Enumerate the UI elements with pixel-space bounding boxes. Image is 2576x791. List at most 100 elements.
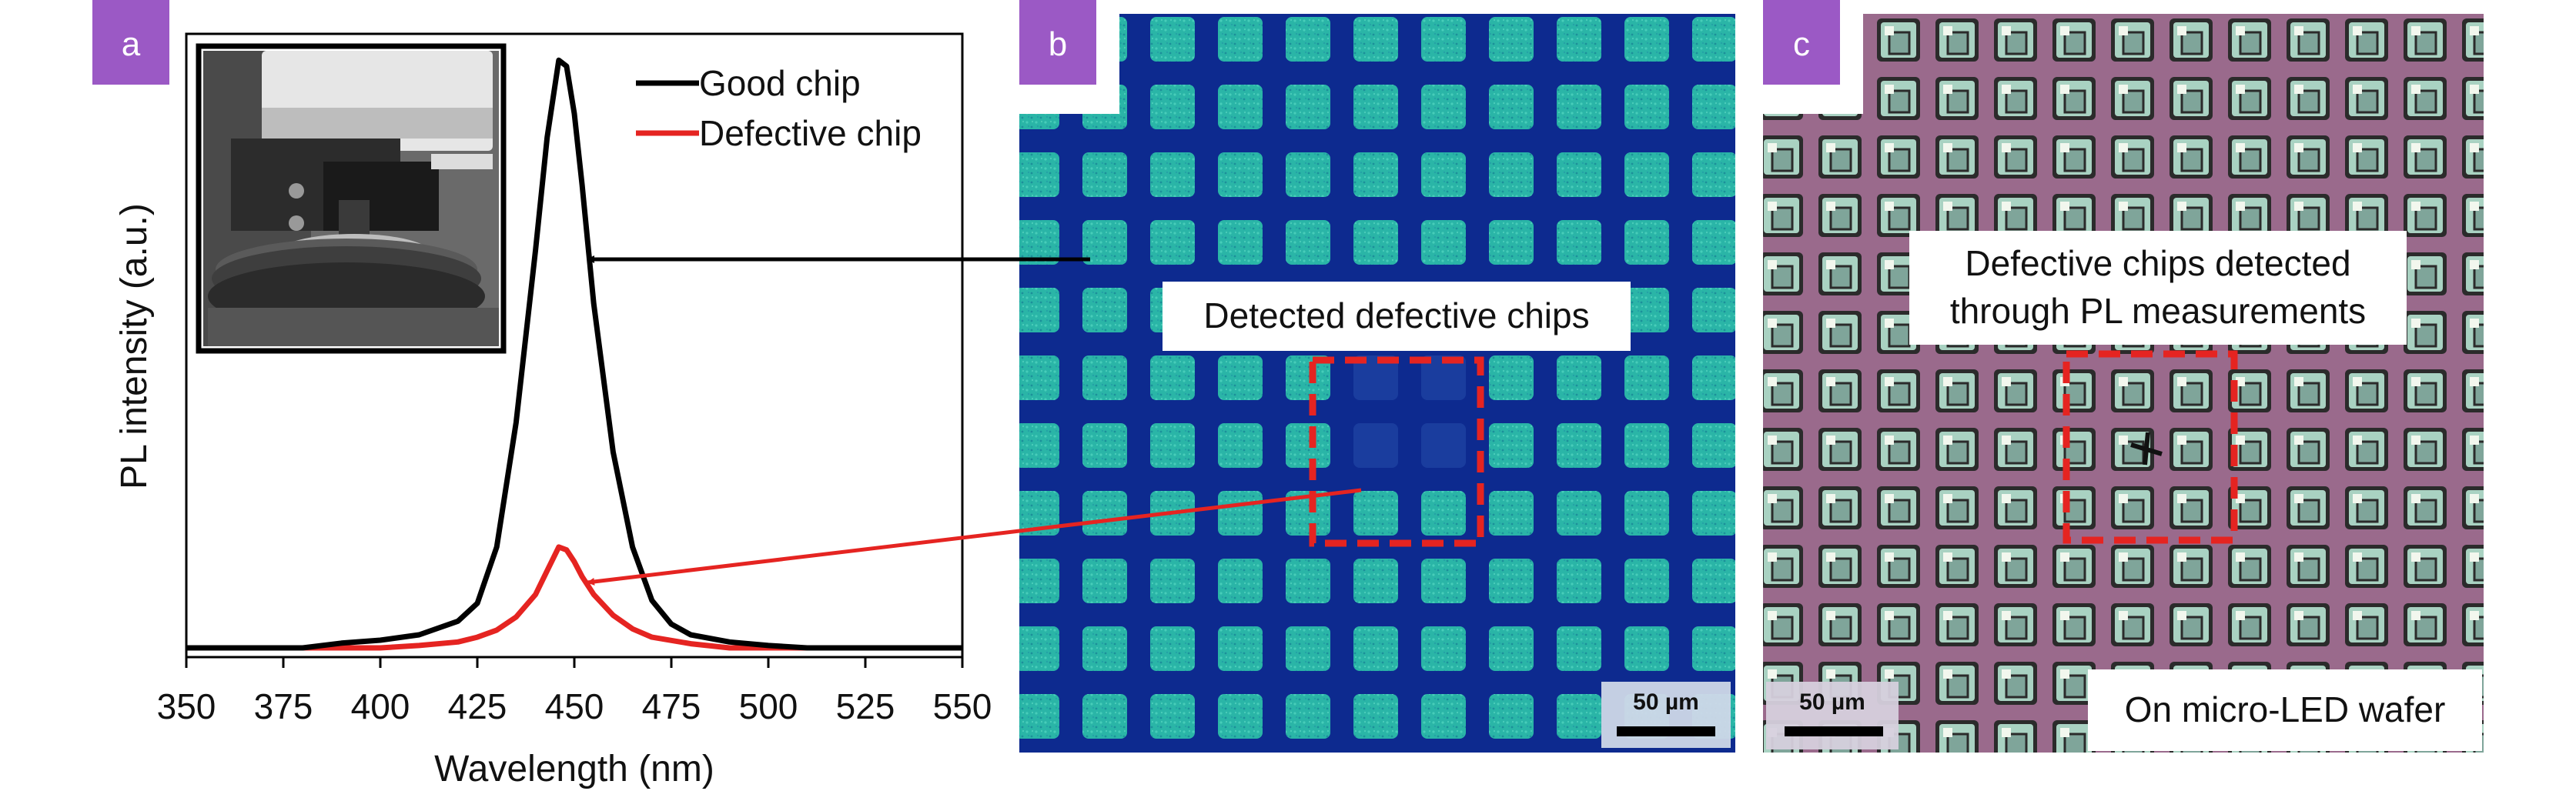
callout-text: Detected defective chips xyxy=(1203,295,1589,335)
wafer-chip-pad xyxy=(2002,494,2011,503)
wafer-chip-pad xyxy=(1943,436,1952,445)
wafer-chip-contact xyxy=(2122,616,2145,640)
wafer-chip-pad xyxy=(2411,26,2420,35)
pl-chip-texture xyxy=(1557,355,1601,400)
wafer-chip-pad xyxy=(2002,436,2011,445)
wafer-chip-pad xyxy=(1768,202,1777,211)
wafer-chip-contact xyxy=(1946,674,1969,699)
x-tick-label: 400 xyxy=(351,686,410,726)
wafer-chip-pad xyxy=(1768,669,1777,679)
pl-chip-texture xyxy=(1150,355,1195,400)
wafer-chip-pad xyxy=(1826,377,1835,386)
pl-chip-texture xyxy=(1286,355,1330,400)
wafer-chip-pad xyxy=(1885,611,1894,620)
x-tick-label: 375 xyxy=(254,686,313,726)
wafer-chip-contact xyxy=(2239,382,2262,406)
wafer-chip-pad xyxy=(1885,669,1894,679)
wafer-chip-pad xyxy=(2294,85,2303,94)
wafer-chip-contact xyxy=(1946,89,1969,114)
series-line-defective-chip xyxy=(186,544,962,651)
wafer-chip-pad xyxy=(2411,319,2420,328)
pl-chip-texture xyxy=(1624,288,1669,332)
wafer-chip-contact xyxy=(2473,557,2484,582)
wafer-chip-contact xyxy=(1771,440,1794,465)
pl-chip-texture xyxy=(1019,694,1059,739)
wafer-chip-contact xyxy=(2180,499,2203,523)
wafer-chip-contact xyxy=(2414,323,2437,348)
pl-chip-texture xyxy=(1150,220,1195,265)
wafer-chip-contact xyxy=(2297,616,2320,640)
panel-b-letter: b xyxy=(1049,25,1067,63)
pl-chip-texture xyxy=(1624,423,1669,468)
pl-chip-texture xyxy=(1082,559,1127,603)
pl-chip-texture xyxy=(1557,17,1601,62)
wafer-chip-pad xyxy=(2470,143,2479,152)
wafer-chip-contact xyxy=(2297,89,2320,114)
wafer-chip-pad xyxy=(2470,552,2479,562)
wafer-chip-pad xyxy=(2060,85,2069,94)
wafer-chip-pad xyxy=(1943,552,1952,562)
x-tick-label: 500 xyxy=(739,686,798,726)
wafer-chip-contact xyxy=(1829,616,1852,640)
wafer-chip-contact xyxy=(2239,31,2262,55)
wafer-chip-pad xyxy=(1885,319,1894,328)
x-tick-label: 450 xyxy=(545,686,604,726)
wafer-chip-pad xyxy=(1885,494,1894,503)
y-axis-label: PL intensity (a.u.) xyxy=(114,203,155,489)
pl-chip-texture xyxy=(1489,85,1534,129)
wafer-chip-contact xyxy=(2180,31,2203,55)
wafer-chip-contact xyxy=(2414,440,2437,465)
pl-chip-texture xyxy=(1019,152,1059,197)
wafer-chip-contact xyxy=(1888,206,1911,231)
pl-chip-defective xyxy=(1421,355,1466,400)
panel-a-letter: a xyxy=(122,25,141,63)
wafer-chip-pad xyxy=(1885,202,1894,211)
wafer-chip-pad xyxy=(2411,494,2420,503)
pl-chip-array xyxy=(1019,17,1735,739)
wafer-chip-contact xyxy=(2063,557,2086,582)
pl-chip-texture xyxy=(1218,85,1263,129)
wafer-chip-pad xyxy=(2411,552,2420,562)
wafer-chip-contact xyxy=(2473,89,2484,114)
x-tick-label: 550 xyxy=(933,686,992,726)
wafer-chip-pad xyxy=(2177,202,2186,211)
wafer-chip-pad xyxy=(1826,319,1835,328)
wafer-chip-contact xyxy=(2239,206,2262,231)
wafer-chip-contact xyxy=(2473,265,2484,289)
panel-b-badge xyxy=(1019,0,1096,85)
pl-chip-texture xyxy=(1019,288,1059,332)
wafer-chip-pad xyxy=(2177,552,2186,562)
wafer-chip-contact xyxy=(2122,89,2145,114)
wafer-chip-contact xyxy=(2063,148,2086,172)
wafer-chip-pad xyxy=(2002,26,2011,35)
panel-c-badge xyxy=(1763,0,1840,85)
wafer-chip-contact xyxy=(1888,148,1911,172)
wafer-chip-pad xyxy=(2470,260,2479,269)
wafer-chip-pad xyxy=(2470,436,2479,445)
wafer-chip-contact xyxy=(2239,557,2262,582)
wafer-chip-contact xyxy=(1829,265,1852,289)
wafer-chip-pad xyxy=(2294,377,2303,386)
wafer-chip-contact xyxy=(2297,31,2320,55)
x-tick-label: 475 xyxy=(642,686,701,726)
arrow-defective-chip xyxy=(587,488,1362,586)
wafer-chip-pad xyxy=(1943,377,1952,386)
wafer-chip-contact xyxy=(1888,31,1911,55)
wafer-chip-pad xyxy=(1943,26,1952,35)
pl-chip-texture xyxy=(1218,220,1263,265)
x-tick-label: 425 xyxy=(448,686,507,726)
wafer-chip-pad xyxy=(2294,26,2303,35)
wafer-chip-pad xyxy=(1826,552,1835,562)
wafer-chip-pad xyxy=(1943,611,1952,620)
wafer-chip-pad xyxy=(2353,26,2362,35)
wafer-chip-pad xyxy=(2470,319,2479,328)
wafer-chip-pad xyxy=(1826,436,1835,445)
pl-chip-texture xyxy=(1353,694,1398,739)
wafer-chip-contact xyxy=(1888,557,1911,582)
pl-chip-texture xyxy=(1286,152,1330,197)
wafer-chip-contact xyxy=(2356,89,2379,114)
wafer-chip-pad xyxy=(1768,143,1777,152)
wafer-chip-contact xyxy=(2239,89,2262,114)
pl-chip-texture xyxy=(1082,355,1127,400)
